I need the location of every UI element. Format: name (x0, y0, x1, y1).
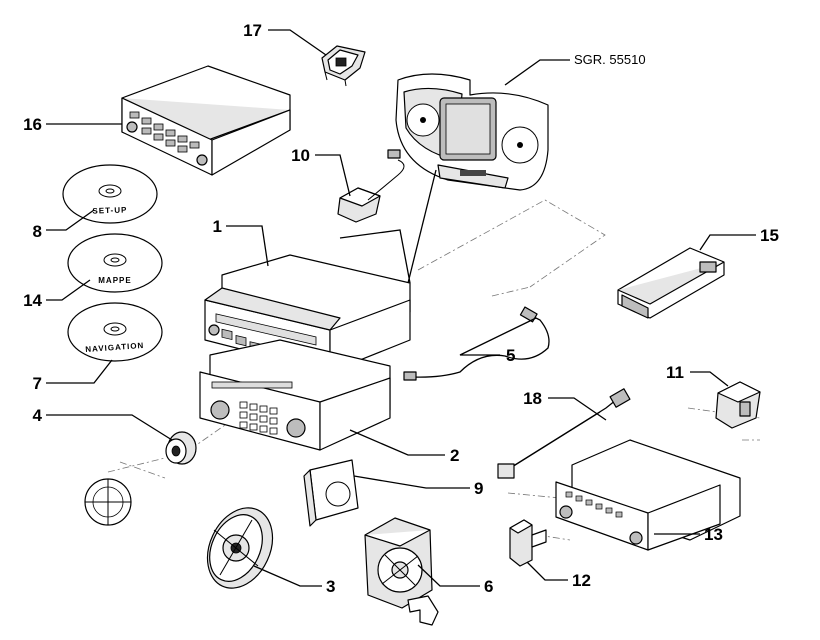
callout-3: 3 (326, 577, 335, 596)
round-grille-part (84, 478, 132, 526)
callout-7: 7 (33, 374, 42, 393)
callout-16: 16 (23, 115, 42, 134)
callout-5: 5 (506, 346, 515, 365)
callout-8: 8 (33, 222, 42, 241)
part-2-navigation-unit (199, 339, 391, 451)
callout-2: 2 (450, 446, 459, 465)
disc-navigation: NAVIGATION (67, 302, 163, 362)
disc-navigation-label: NAVIGATION (85, 341, 145, 354)
part-10-module (337, 149, 405, 223)
part-12-clip (509, 519, 547, 567)
disc-setup: SET-UP (62, 164, 158, 224)
callout-12: 12 (572, 571, 591, 590)
callout-18: 18 (523, 389, 542, 408)
disc-mappe: MAPPE (67, 233, 163, 293)
part-17-bracket (321, 45, 366, 87)
part-15-module (617, 247, 725, 319)
callout-9: 9 (474, 479, 483, 498)
part-3-speaker (206, 507, 274, 589)
part-5-cable (403, 306, 550, 381)
part-11-box (715, 381, 761, 429)
disc-mappe-label: MAPPE (98, 276, 131, 285)
dashboard-display-assembly (395, 73, 549, 191)
part-13-unit (555, 439, 741, 551)
reference-sgr: SGR. 55510 (574, 52, 646, 67)
callout-1: 1 (213, 217, 222, 236)
part-18-antenna-cable (497, 388, 631, 479)
callout-14: 14 (23, 291, 42, 310)
callout-15: 15 (760, 226, 779, 245)
callout-4: 4 (33, 406, 43, 425)
callout-13: 13 (704, 525, 723, 544)
callout-10: 10 (291, 146, 310, 165)
callout-11: 11 (666, 363, 684, 382)
part-6-fan-bracket (364, 517, 439, 626)
callout-6: 6 (484, 577, 493, 596)
callout-leaders (46, 29, 756, 587)
disc-setup-label: SET-UP (92, 205, 127, 215)
callout-17: 17 (243, 21, 262, 40)
part-16-control-unit (121, 65, 291, 176)
part-9-card (303, 459, 359, 527)
callout-numbers: 17 16 10 SGR. 55510 8 1 15 14 5 11 7 18 … (23, 21, 779, 596)
part-4-knob (165, 431, 197, 465)
